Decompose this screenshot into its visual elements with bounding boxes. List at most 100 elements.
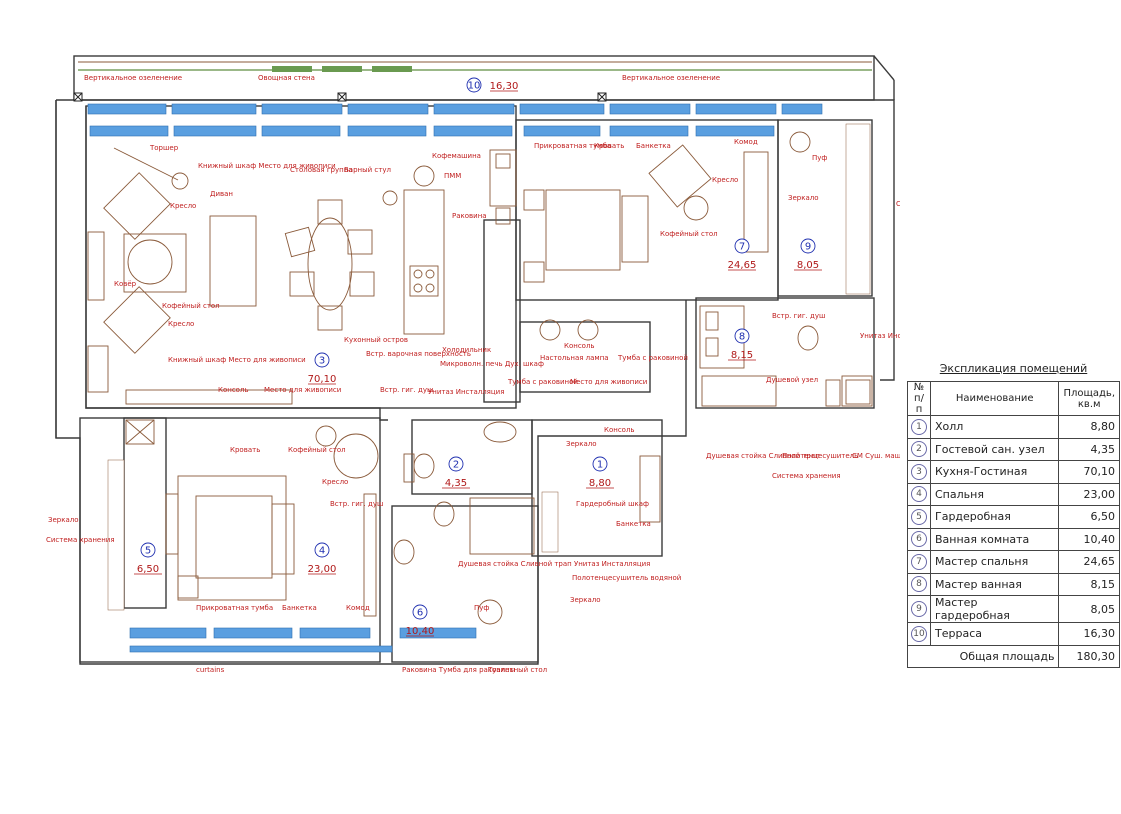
plan-label-armchair-4: Кресло <box>322 478 348 486</box>
legend-row-area: 70,10 <box>1058 460 1120 484</box>
room-number: 7 <box>739 242 745 253</box>
legend-title: Экспликация помещений <box>939 362 1088 375</box>
legend-row-name: Мастер спальня <box>929 550 1060 574</box>
plan-label-vanity-1: Тумба с раковиной <box>617 354 688 362</box>
windows <box>87 103 823 653</box>
plan-label-bed-2: Кровать <box>230 446 260 454</box>
plan-labels: Вертикальное озеленение Овощная стена Верт… <box>46 74 900 674</box>
plan-label-toilet-2: Унитаз Инсталляция <box>860 332 900 340</box>
bedroom-furniture <box>177 425 379 617</box>
plan-label-bench-1: Банкетка <box>636 142 671 150</box>
plan-label-bar-stool: Барный стул <box>344 166 391 174</box>
plan-label-console-3: Консоль <box>604 426 635 434</box>
bath-furniture <box>393 319 871 625</box>
plan-label-shower-rack: Душевая стойка Сливной трап <box>706 452 820 460</box>
plan-label-hyg-shower-1: Встр. гиг. душ <box>380 386 433 394</box>
legend-row-num: 8 <box>907 572 931 596</box>
room-number-circle <box>734 328 750 344</box>
room-area: 16,30 <box>490 81 519 92</box>
plan-label-stol-group: Столовая группа <box>290 166 353 174</box>
room-area: 23,00 <box>308 564 337 575</box>
room-number: 10 <box>468 81 481 92</box>
plan-label-bed-1: Кровать <box>594 142 624 150</box>
room-number: 6 <box>417 608 423 619</box>
plan-label-toilet-1: Унитаз Инсталляция <box>428 388 504 396</box>
plan-label-storage-3: Система хранения <box>46 536 115 544</box>
legend-col-area: Площадь, кв.м <box>1058 381 1120 416</box>
legend-row-num: 9 <box>907 595 931 623</box>
plan-label-vert-green-1: Вертикальное озеленение <box>84 74 182 82</box>
legend-row-area: 10,40 <box>1058 527 1120 551</box>
room-number: 8 <box>739 332 745 343</box>
legend-row-area: 8,15 <box>1058 572 1120 596</box>
plan-label-towel-2: Полотенцесушитель водяной <box>572 574 681 582</box>
legend-total-value: 180,30 <box>1058 644 1120 668</box>
plan-label-armchair-3: Кресло <box>168 320 194 328</box>
room-area: 10,40 <box>406 626 435 637</box>
plan-label-pouf-1: Пуф <box>812 154 827 162</box>
plan-label-bookcase-2: Книжный шкаф Место для живописи <box>168 356 306 364</box>
legend-row-name: Мастер ванная <box>929 572 1060 596</box>
plan-label-art-place-2: Место для живописи <box>570 378 647 386</box>
plan-label-hyg-shower-2: Встр. гиг. душ <box>772 312 825 320</box>
plan-label-coffee-table-1: Кофейный стол <box>660 230 718 238</box>
plan-label-wardrobe: Гардеробный шкаф <box>576 500 649 508</box>
legend-row-name: Гостевой сан. узел <box>929 437 1060 461</box>
outer-walls <box>55 99 895 665</box>
plan-label-pmm: ПММ <box>444 172 461 180</box>
legend-row-area: 8,05 <box>1058 595 1120 623</box>
plan-label-kitchen-island: Кухонный остров <box>344 336 408 344</box>
room-number: 5 <box>145 546 151 557</box>
plan-label-vanity-2: Тумба с раковиной <box>507 378 578 386</box>
floor-plan: 18,8024,35370,10423,0056,50610,40724,658… <box>46 55 900 674</box>
legend-row-area: 16,30 <box>1058 622 1120 646</box>
room-area: 4,35 <box>445 478 467 489</box>
living-furniture <box>87 147 517 405</box>
legend-row-num: 3 <box>907 460 931 484</box>
room-number-circle <box>314 542 330 558</box>
room-number: 3 <box>319 356 325 367</box>
wardrobe-furniture <box>107 419 179 611</box>
plan-label-carpet: Ковёр <box>114 280 137 288</box>
legend-total-label: Общая площадь <box>906 644 1060 668</box>
plan-label-torsher: Торшер <box>149 144 179 152</box>
legend-row-num: 7 <box>907 550 931 574</box>
room-legend: Экспликация помещений № п/п Наименование… <box>906 362 1120 668</box>
plan-label-mirror-4: Зеркало <box>570 596 601 604</box>
room-area: 8,05 <box>797 260 819 271</box>
legend-row-num: 5 <box>907 505 931 529</box>
plan-label-hyg-shower-3: Встр. гиг. душ <box>330 500 383 508</box>
plan-label-storage-2: Система хранения <box>772 472 841 480</box>
room-number: 1 <box>597 460 603 471</box>
plan-label-toilet-table: Туалетный стол <box>487 666 547 674</box>
legend-row-area: 8,80 <box>1058 415 1120 439</box>
room-number-circle <box>592 456 608 472</box>
plan-label-storage-1: Система хранения <box>896 200 900 208</box>
plan-label-sink: Раковина <box>452 212 487 220</box>
legend-row-area: 23,00 <box>1058 482 1120 506</box>
legend-row-num: 1 <box>907 415 931 439</box>
plan-label-vert-green-2: Вертикальное озеленение <box>622 74 720 82</box>
legend-row-area: 6,50 <box>1058 505 1120 529</box>
legend-total-row: Общая площадь 180,30 <box>906 644 1120 668</box>
plan-label-bedside-1: Прикроватная тумба <box>534 142 611 150</box>
room-area: 8,80 <box>589 478 611 489</box>
legend-row-name: Спальня <box>929 482 1060 506</box>
room-number-circle <box>140 542 156 558</box>
room-number-circle <box>466 77 482 93</box>
legend-row-area: 24,65 <box>1058 550 1120 574</box>
plan-label-curtains: curtains <box>196 666 225 674</box>
legend-col-num: № п/п <box>907 381 931 416</box>
plan-label-bench-3: Банкетка <box>282 604 317 612</box>
plan-label-green-wall: Овощная стена <box>258 74 315 82</box>
room-area: 24,65 <box>728 260 757 271</box>
plan-label-armchair-1: Кресло <box>712 176 738 184</box>
plan-label-pouf-2: Пуф <box>474 604 489 612</box>
plan-label-chest-2: Комод <box>346 604 370 612</box>
